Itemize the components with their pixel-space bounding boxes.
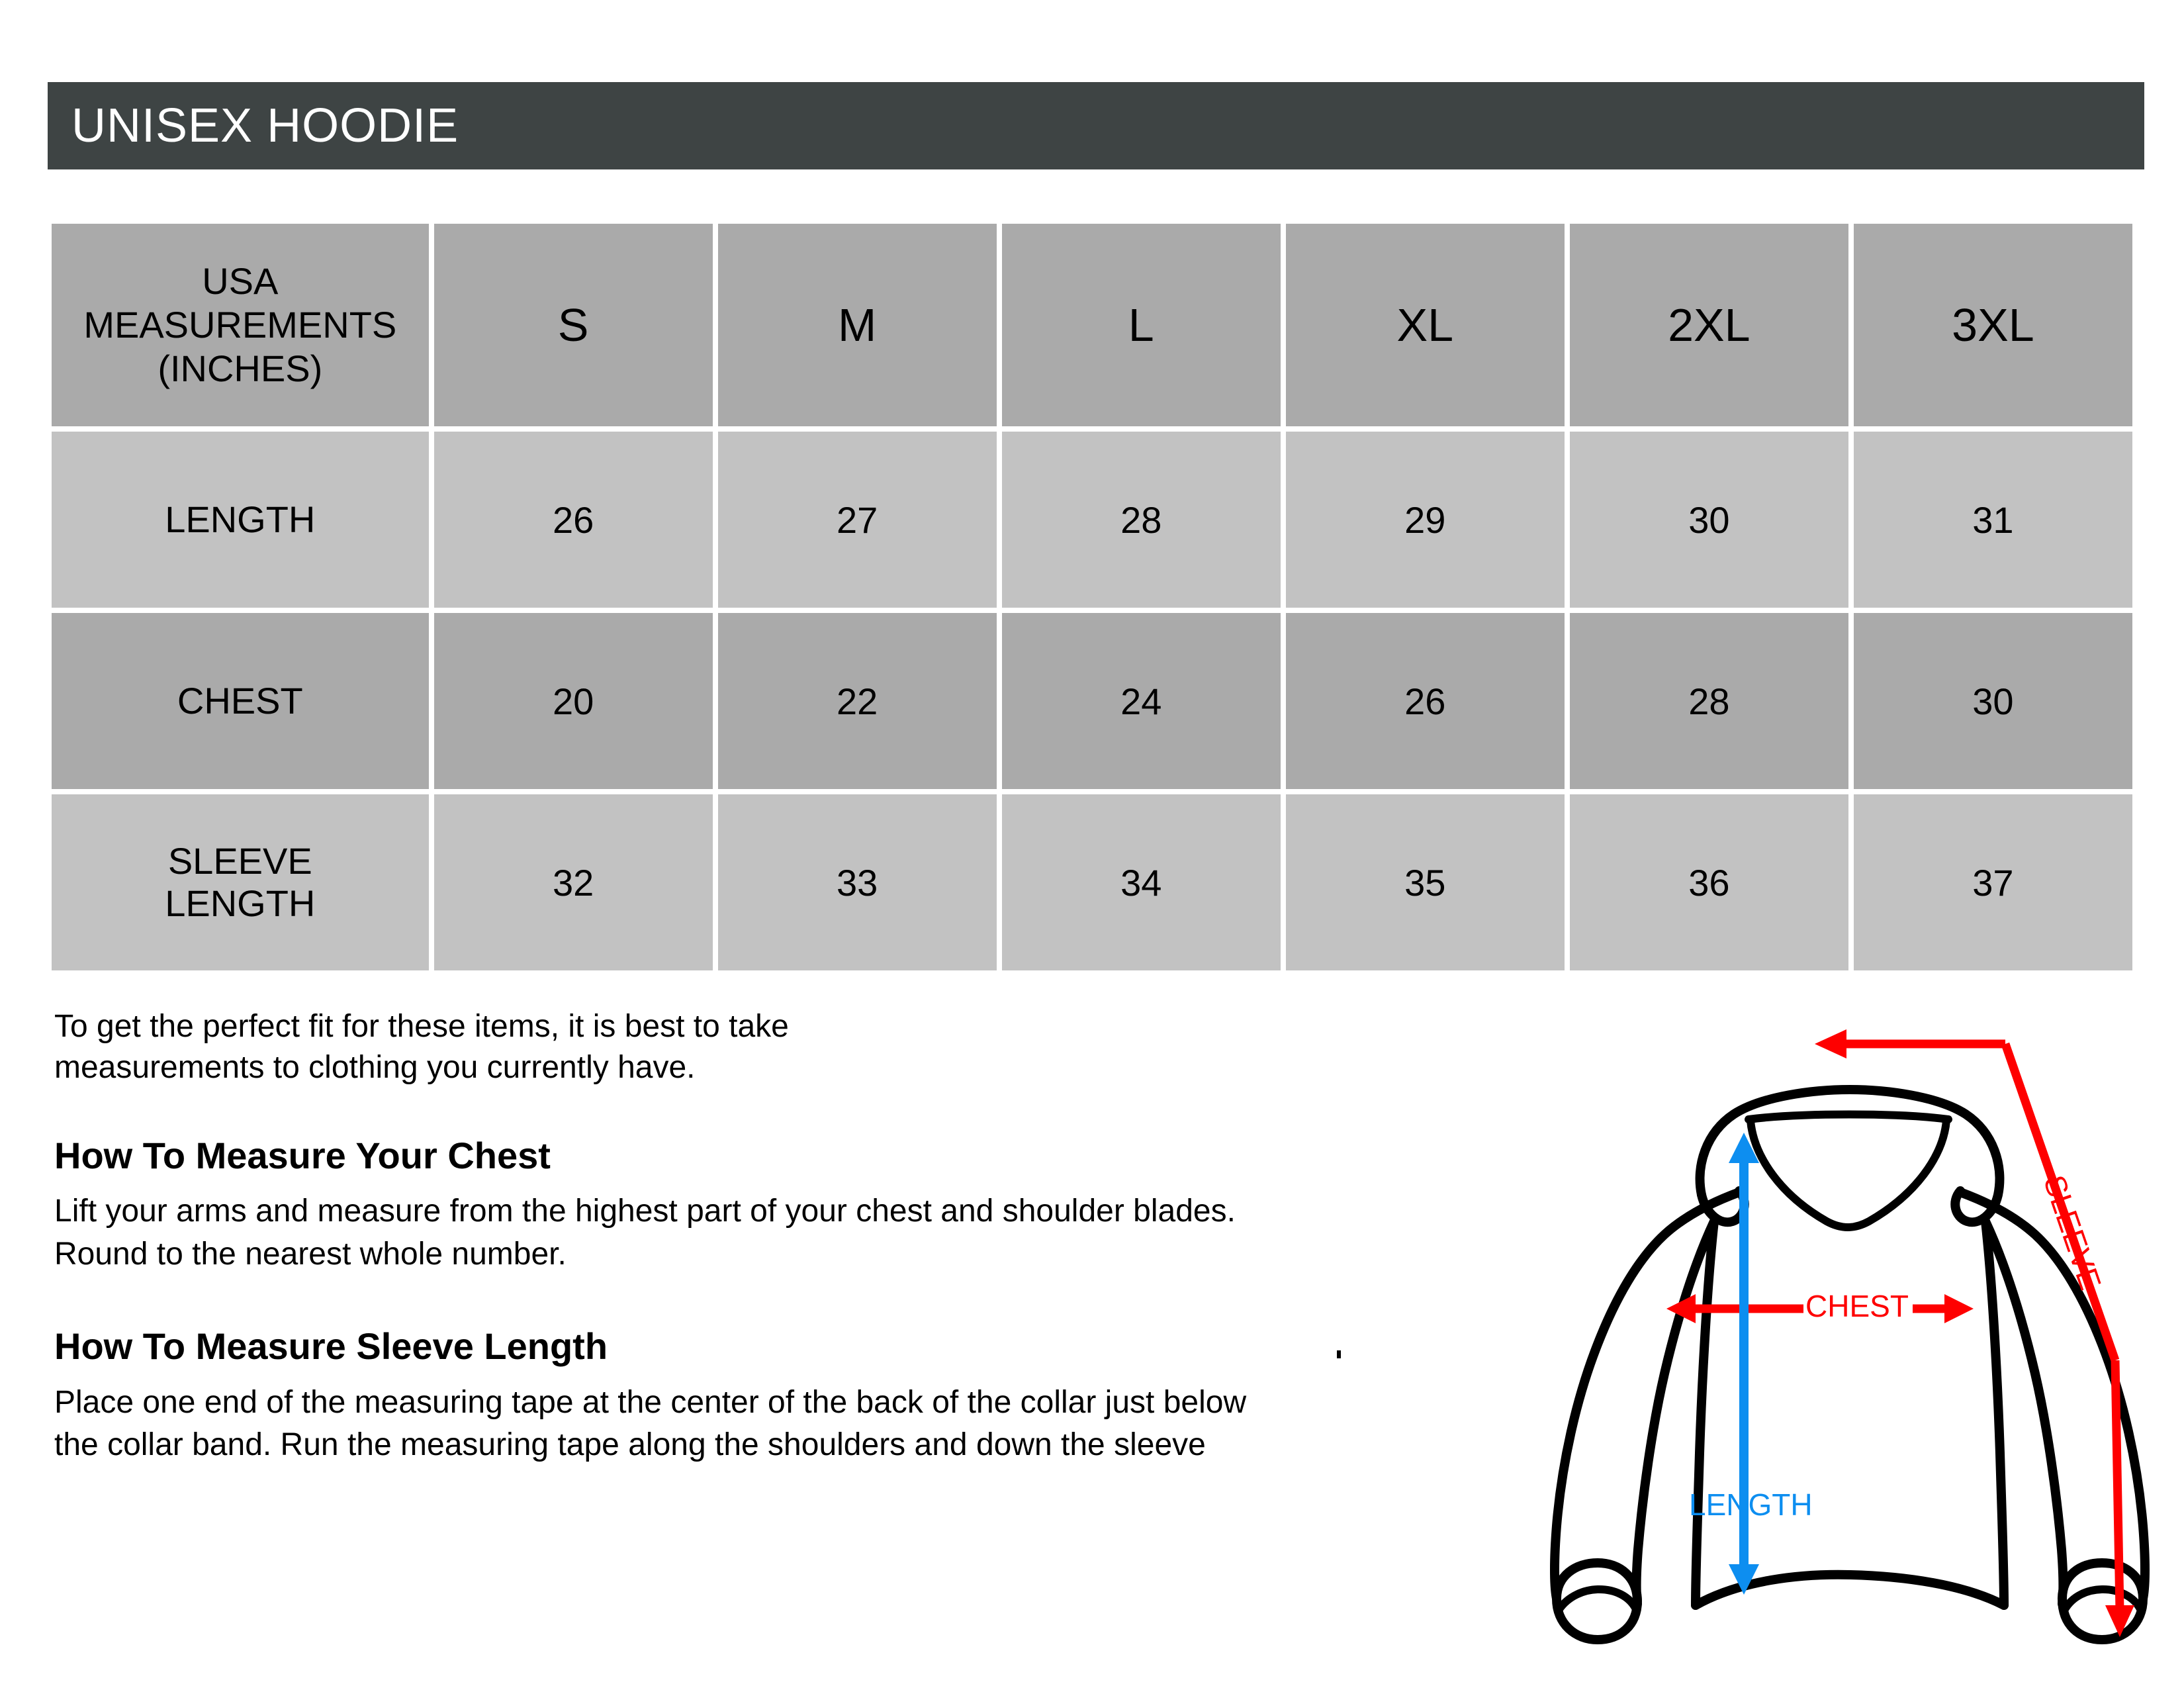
hoodie-illustration: SLEEVE CHEST LENGTH <box>1516 1003 2184 1685</box>
header-cell-measurements: USA MEASUREMENTS (INCHES) <box>52 224 429 426</box>
chest-arrowhead-right <box>1944 1294 1974 1323</box>
row-label-sleeve-line-2: LENGTH <box>165 882 316 924</box>
cell-chest-m: 22 <box>717 613 997 789</box>
body-right-seam <box>1981 1217 2009 1610</box>
sleeve-arrow-tail-line <box>2111 1360 2124 1611</box>
cell-chest-s: 20 <box>433 613 713 789</box>
cell-sleeve-xl: 35 <box>1285 794 1565 970</box>
hood-outline <box>1695 1085 2005 1227</box>
left-cuff-ellipse <box>1555 1585 1640 1613</box>
instructions-section: To get the perfect fit for these items, … <box>0 1006 2184 1688</box>
sleeve-section-line-1: Place one end of the measuring tape at t… <box>54 1384 1247 1420</box>
length-arrowhead-top <box>1729 1133 1759 1163</box>
hood-front-band <box>1745 1110 1952 1123</box>
left-arm-inner <box>1631 1217 1719 1609</box>
chest-label: CHEST <box>1805 1289 1909 1323</box>
table-row-length: LENGTH 26 27 28 29 30 31 <box>52 432 2132 608</box>
length-measure-group: LENGTH <box>1689 1133 1813 1595</box>
right-cuff-ellipse <box>2061 1585 2144 1613</box>
chest-measure-group: CHEST <box>1666 1289 1974 1323</box>
row-label-sleeve-line-1: SLEEVE <box>167 839 312 882</box>
chest-arrowhead-left <box>1666 1294 1696 1323</box>
neck-v-opening <box>1747 1117 1950 1231</box>
chest-section-heading: How To Measure Your Chest <box>54 1134 551 1176</box>
row-label-length-line-1: LENGTH <box>165 498 316 540</box>
cell-sleeve-s: 32 <box>433 794 713 970</box>
cell-sleeve-l: 34 <box>1001 794 1281 970</box>
row-label-sleeve-length: SLEEVE LENGTH <box>52 794 429 970</box>
cell-length-m: 27 <box>717 432 997 608</box>
cell-chest-xl: 26 <box>1285 613 1565 789</box>
header-line-3: (INCHES) <box>158 348 323 390</box>
cell-length-2xl: 30 <box>1569 432 1848 608</box>
cell-chest-3xl: 30 <box>1853 613 2132 789</box>
right-arm-inner <box>1981 1217 2068 1609</box>
cell-chest-2xl: 28 <box>1569 613 1848 789</box>
size-chart-table: USA MEASUREMENTS (INCHES) S M L XL 2XL 3… <box>46 218 2138 976</box>
spacer-4 <box>54 1367 1537 1382</box>
sleeve-arrow-diagonal <box>2001 1042 2120 1362</box>
header-line-1: USA <box>202 259 279 302</box>
row-label-chest-line-1: CHEST <box>177 679 303 722</box>
header-cell-size-xl: XL <box>1285 224 1565 426</box>
sleeve-arrowhead-left <box>1815 1029 1846 1058</box>
title-bar: UNISEX HOODIE <box>48 82 2144 169</box>
cell-sleeve-2xl: 36 <box>1569 794 1848 970</box>
chest-section-line-1: Lift your arms and measure from the high… <box>54 1194 1236 1229</box>
sleeve-section-line-2: the collar band. Run the measuring tape … <box>54 1427 1206 1462</box>
sleeve-section-heading: How To Measure Sleeve Length <box>54 1325 608 1367</box>
table-header-row: USA MEASUREMENTS (INCHES) S M L XL 2XL 3… <box>52 224 2132 426</box>
sleeve-label: SLEEVE <box>2037 1171 2108 1294</box>
cell-sleeve-3xl: 37 <box>1853 794 2132 970</box>
page-title: UNISEX HOODIE <box>71 99 459 152</box>
left-cuff <box>1552 1558 1642 1644</box>
header-cell-size-m: M <box>717 224 997 426</box>
cell-length-l: 28 <box>1001 432 1281 608</box>
spacer-2 <box>54 1176 1537 1190</box>
header-cell-size-l: L <box>1001 224 1281 426</box>
cell-chest-l: 24 <box>1001 613 1281 789</box>
chest-section-line-2: Round to the nearest whole number. <box>54 1236 567 1272</box>
header-cell-size-3xl: 3XL <box>1853 224 2132 426</box>
table-row-chest: CHEST 20 22 24 26 28 30 <box>52 613 2132 789</box>
cell-length-s: 26 <box>433 432 713 608</box>
length-label: LENGTH <box>1689 1487 1813 1522</box>
hoodie-outline-group <box>1550 1085 2150 1644</box>
header-cell-size-2xl: 2XL <box>1569 224 1848 426</box>
spacer-1 <box>54 1089 1537 1135</box>
cell-length-3xl: 31 <box>1853 432 2132 608</box>
stray-speck <box>1337 1350 1341 1358</box>
instructions-text-column: To get the perfect fit for these items, … <box>54 1006 1537 1466</box>
row-label-length: LENGTH <box>52 432 429 608</box>
table-row-sleeve-length: SLEEVE LENGTH 32 33 34 35 36 37 <box>52 794 2132 970</box>
intro-line-2: measurements to clothing you currently h… <box>54 1050 696 1086</box>
length-arrowhead-bottom <box>1729 1564 1759 1595</box>
header-cell-size-s: S <box>433 224 713 426</box>
header-line-2: MEASUREMENTS <box>83 303 397 346</box>
cell-length-xl: 29 <box>1285 432 1565 608</box>
intro-line-1: To get the perfect fit for these items, … <box>54 1009 789 1044</box>
row-label-chest: CHEST <box>52 613 429 789</box>
cell-sleeve-m: 33 <box>717 794 997 970</box>
sleeve-arrowhead-bottom <box>2105 1605 2134 1637</box>
spacer-3 <box>54 1276 1537 1326</box>
right-arm-outer <box>1956 1188 2150 1603</box>
body-left-seam <box>1691 1217 1719 1610</box>
left-arm-outer <box>1550 1188 1744 1603</box>
